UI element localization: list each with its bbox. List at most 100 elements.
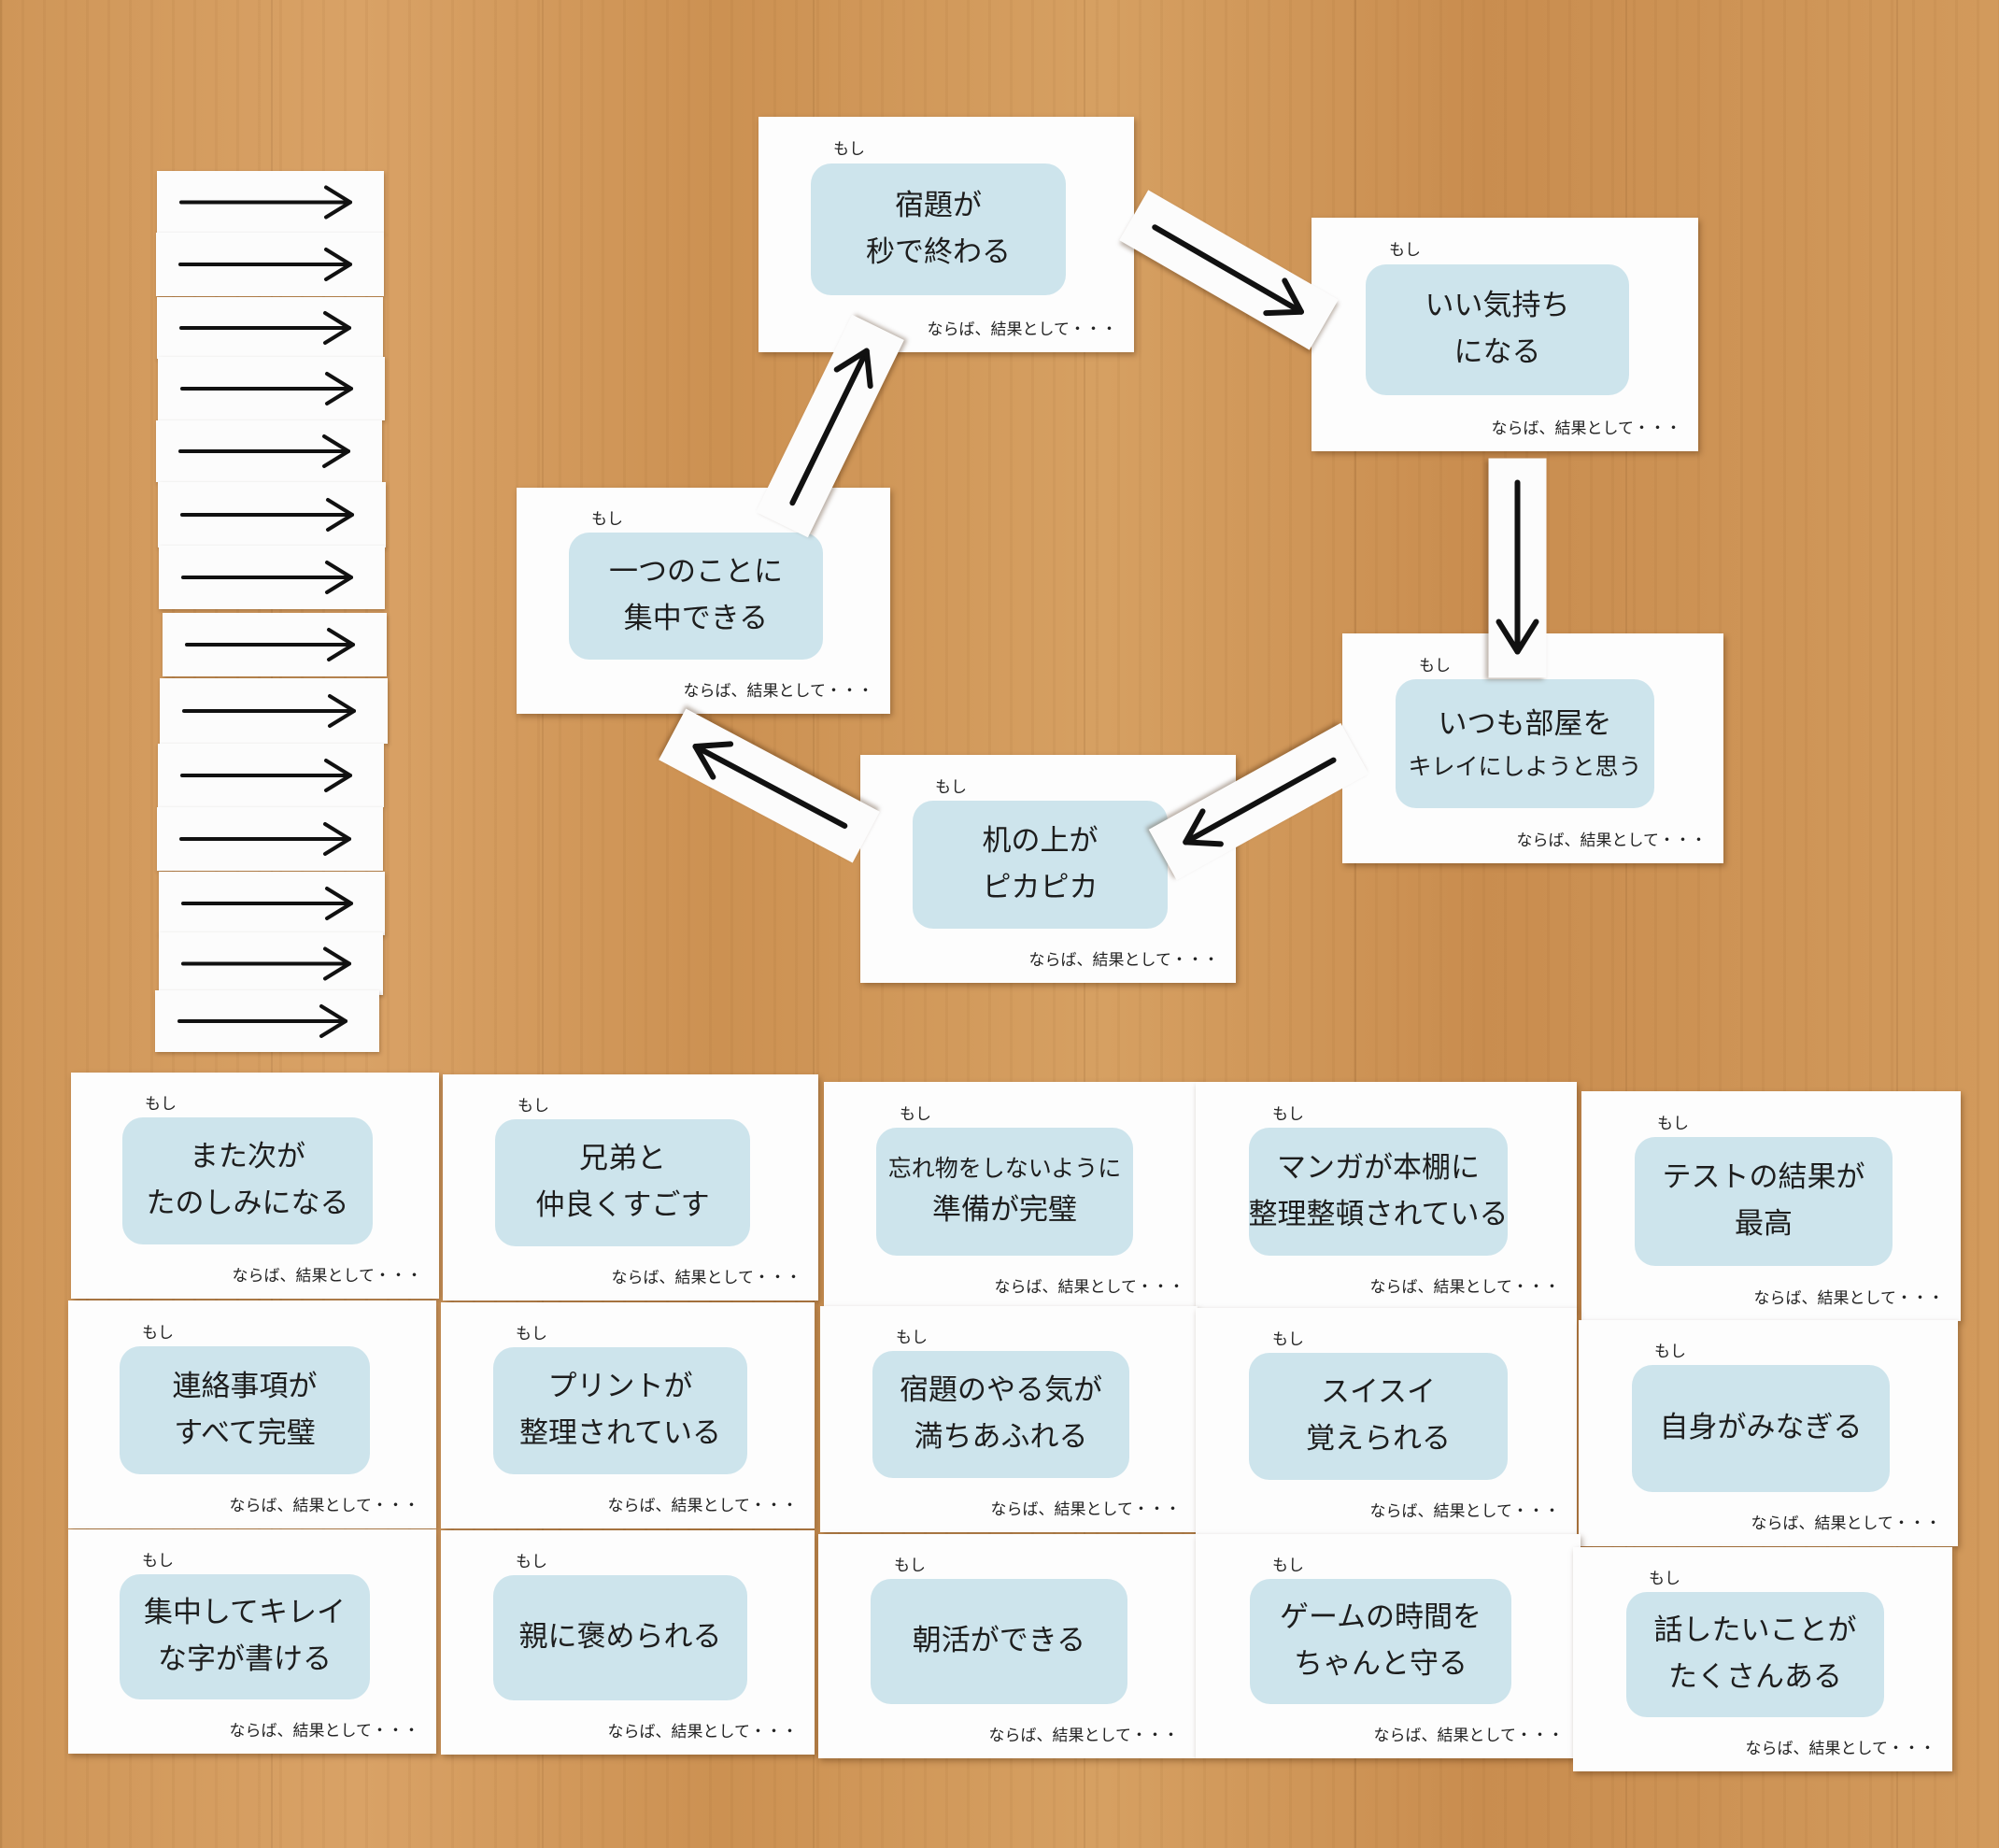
card-suffix-label: ならば、結果として・・・ <box>1369 1502 1561 1521</box>
stacked-arrow-card[interactable] <box>155 990 379 1052</box>
card-prefix-label: もし <box>1272 1557 1304 1575</box>
card-suffix-label: ならば、結果として・・・ <box>994 1278 1185 1297</box>
card-look-forward[interactable]: もしまた次がたのしみになるならば、結果として・・・ <box>71 1073 439 1299</box>
arrow-icon <box>788 348 873 506</box>
card-test[interactable]: もしテストの結果が最高ならば、結果として・・・ <box>1581 1091 1961 1321</box>
stacked-arrow-card[interactable] <box>158 482 386 547</box>
card-text-line: また次が <box>190 1140 305 1174</box>
stacked-arrow-card[interactable] <box>157 297 383 359</box>
card-prefix-label: もし <box>1419 657 1451 675</box>
flow-arrow-card[interactable] <box>1118 190 1339 350</box>
stacked-arrow-card[interactable] <box>159 932 383 995</box>
card-text-line: 自身がみなぎる <box>1659 1411 1863 1445</box>
stacked-arrow-card[interactable] <box>159 546 385 609</box>
flow-arrow-card[interactable] <box>658 708 880 863</box>
card-prefix-label: もし <box>516 1325 547 1343</box>
stacked-arrow-card[interactable] <box>157 171 384 234</box>
card-text-panel: スイスイ覚えられる <box>1249 1353 1508 1480</box>
card-text-line: たのしみになる <box>146 1187 349 1220</box>
card-feel-good[interactable]: もしいい気持ちになるならば、結果として・・・ <box>1311 218 1698 451</box>
stacked-arrow-card[interactable] <box>156 420 382 482</box>
card-text-panel: 朝活ができる <box>871 1579 1127 1704</box>
arrow-icon <box>1182 757 1337 847</box>
card-prepared[interactable]: もし忘れ物をしないように準備が完璧ならば、結果として・・・ <box>824 1082 1201 1310</box>
flow-arrow-card[interactable] <box>755 314 904 538</box>
card-text-panel: 机の上がピカピカ <box>913 801 1168 929</box>
card-memorize[interactable]: もしスイスイ覚えられるならば、結果として・・・ <box>1196 1308 1577 1534</box>
card-text-panel: 宿題が秒で終わる <box>811 163 1066 295</box>
card-text-line: 話したいことが <box>1653 1613 1857 1648</box>
stacked-arrow-card[interactable] <box>163 613 387 676</box>
card-suffix-label: ならば、結果として・・・ <box>232 1267 423 1286</box>
arrow-icon <box>1151 224 1304 317</box>
right-arrow-icon <box>178 434 350 468</box>
right-arrow-icon <box>177 1004 347 1038</box>
card-praised[interactable]: もし親に褒められるならば、結果として・・・ <box>441 1530 815 1755</box>
card-text-line: ピカピカ <box>982 870 1099 904</box>
card-text-panel: 集中してキレイな字が書ける <box>120 1574 370 1699</box>
stacked-arrow-card[interactable] <box>156 233 384 296</box>
card-suffix-label: ならば、結果として・・・ <box>1745 1740 1936 1758</box>
card-handwriting[interactable]: もし集中してキレイな字が書けるならば、結果として・・・ <box>68 1529 436 1754</box>
flow-arrow-card[interactable] <box>1488 458 1546 678</box>
card-prints[interactable]: もしプリントが整理されているならば、結果として・・・ <box>441 1302 815 1528</box>
card-focus[interactable]: もし一つのことに集中できるならば、結果として・・・ <box>517 488 890 714</box>
right-arrow-icon <box>179 311 351 345</box>
stacked-arrow-card[interactable] <box>158 744 384 807</box>
arrow-icon <box>691 741 847 829</box>
card-text-line: 整理されている <box>518 1416 722 1450</box>
card-text-panel: ゲームの時間をちゃんと守る <box>1250 1579 1511 1704</box>
stacked-arrow-card[interactable] <box>160 678 388 744</box>
right-arrow-icon <box>180 498 354 532</box>
right-arrow-icon <box>182 694 356 728</box>
card-text-line: 最高 <box>1735 1207 1793 1241</box>
card-suffix-label: ならば、結果として・・・ <box>1491 419 1682 438</box>
right-arrow-icon <box>181 946 351 981</box>
card-homework-fast[interactable]: もし宿題が秒で終わるならば、結果として・・・ <box>758 117 1134 352</box>
card-morning[interactable]: もし朝活ができるならば、結果として・・・ <box>818 1534 1196 1758</box>
card-text-panel: 一つのことに集中できる <box>569 533 823 660</box>
right-arrow-icon <box>185 628 355 661</box>
card-prefix-label: もし <box>1654 1343 1686 1361</box>
card-text-panel: また次がたのしみになる <box>122 1117 373 1244</box>
flow-arrow-card[interactable] <box>1148 722 1368 881</box>
card-motivation[interactable]: もし宿題のやる気が満ちあふれるならば、結果として・・・ <box>820 1306 1198 1532</box>
card-text-line: 親に褒められる <box>518 1620 722 1655</box>
card-suffix-label: ならば、結果として・・・ <box>1751 1514 1942 1533</box>
card-text-line: ゲームの時間を <box>1279 1600 1482 1635</box>
card-desk-clean[interactable]: もし机の上がピカピカならば、結果として・・・ <box>860 755 1236 983</box>
card-prefix-label: もし <box>1389 241 1421 260</box>
stacked-arrow-card[interactable] <box>158 357 385 420</box>
card-suffix-label: ならば、結果として・・・ <box>229 1722 420 1741</box>
card-text-line: 集中できる <box>623 602 769 635</box>
card-game-time[interactable]: もしゲームの時間をちゃんと守るならば、結果として・・・ <box>1196 1534 1581 1758</box>
card-talk[interactable]: もし話したいことがたくさんあるならば、結果として・・・ <box>1573 1547 1952 1771</box>
card-clean-room[interactable]: もしいつも部屋をキレイにしようと思うならば、結果として・・・ <box>1342 633 1723 863</box>
card-text-line: 覚えられる <box>1306 1422 1451 1456</box>
arrow-icon <box>1496 479 1538 655</box>
card-siblings[interactable]: もし兄弟と仲良くすごすならば、結果として・・・ <box>443 1074 818 1301</box>
card-text-panel: 忘れ物をしないように準備が完璧 <box>876 1128 1133 1256</box>
card-notices[interactable]: もし連絡事項がすべて完璧ならば、結果として・・・ <box>68 1301 436 1528</box>
right-arrow-icon <box>178 248 352 281</box>
card-text-line: すべて完璧 <box>174 1415 316 1450</box>
stacked-arrow-card[interactable] <box>159 872 385 935</box>
card-text-line: プリントが <box>547 1370 693 1404</box>
card-suffix-label: ならば、結果として・・・ <box>229 1497 420 1515</box>
card-text-panel: テストの結果が最高 <box>1635 1137 1893 1266</box>
stacked-arrow-card[interactable] <box>157 807 383 871</box>
right-arrow-icon <box>180 759 352 792</box>
card-prefix-label: もし <box>935 778 967 797</box>
card-confidence[interactable]: もし自身がみなぎるならば、結果として・・・ <box>1579 1320 1958 1546</box>
card-suffix-label: ならば、結果として・・・ <box>1369 1278 1561 1297</box>
card-text-line: いつも部屋を <box>1438 707 1612 742</box>
card-suffix-label: ならば、結果として・・・ <box>927 320 1118 339</box>
card-text-line: な字が書ける <box>158 1642 332 1676</box>
card-manga[interactable]: もしマンガが本棚に整理整頓されているならば、結果として・・・ <box>1196 1082 1577 1310</box>
card-text-line: 仲良くすごす <box>535 1188 710 1222</box>
card-suffix-label: ならば、結果として・・・ <box>990 1500 1182 1519</box>
card-prefix-label: もし <box>142 1552 174 1571</box>
right-arrow-icon <box>181 561 353 594</box>
card-text-line: 忘れ物をしないように <box>887 1154 1122 1182</box>
